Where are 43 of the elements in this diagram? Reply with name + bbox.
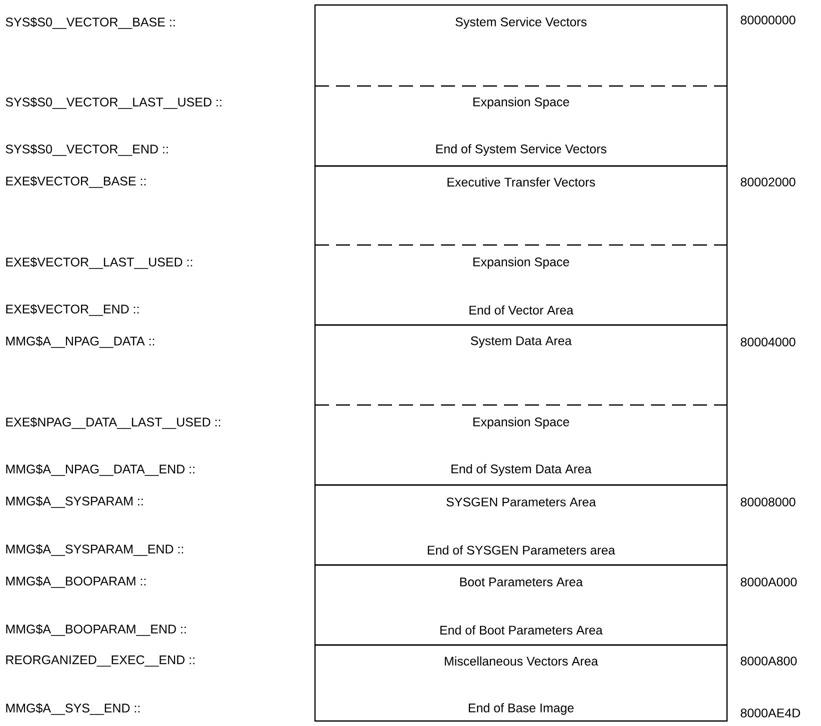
address-label: 80000000 [740, 16, 796, 24]
symbol-label: SYS$S0__VECTOR__LAST__USED :: [6, 97, 222, 109]
symbol-label: EXE$VECTOR__LAST__USED :: [6, 257, 192, 269]
symbol-label: MMG$A__NPAG__DATA :: [6, 336, 154, 348]
region-label: Expansion Space [473, 97, 570, 109]
region-label: System Service Vectors [456, 17, 587, 29]
region-label: Expansion Space [473, 417, 570, 429]
address-label: 8000A800 [740, 656, 797, 666]
symbol-label: MMG$A__SYSPARAM__END :: [6, 544, 184, 556]
address-label: 8000AE4D [740, 708, 800, 718]
symbol-label: EXE$VECTOR__END :: [6, 304, 139, 316]
region-label: End of System Service Vectors [436, 144, 606, 156]
region-label: Executive Transfer Vectors [448, 177, 595, 187]
memory-region [314, 165, 728, 326]
region-label: SYSGEN Parameters Area [446, 498, 596, 506]
symbol-label: MMG$A__SYSPARAM :: [6, 496, 143, 508]
symbol-label: REORGANIZED__EXEC__END :: [6, 655, 194, 667]
region-label: End of SYSGEN Parameters area [428, 545, 616, 555]
symbol-label: EXE$VECTOR__BASE :: [6, 176, 146, 188]
symbol-label: MMG$A__NPAG__DATA__END :: [6, 464, 194, 476]
symbol-label: MMG$A__BOOPARAM__END :: [6, 624, 186, 636]
memory-region [314, 644, 728, 722]
symbol-label: SYS$S0__VECTOR__BASE :: [6, 17, 175, 29]
symbol-label: EXE$NPAG__DATA__LAST__USED :: [6, 417, 220, 429]
address-label: 80008000 [740, 498, 796, 506]
region-label: End of System Data Area [452, 464, 592, 476]
address-label: 8000A000 [740, 578, 797, 586]
region-label: System Data Area [470, 336, 572, 348]
symbol-label: MMG$A__BOOPARAM :: [6, 576, 146, 588]
region-label: End of Base Image [468, 703, 574, 715]
region-label: Miscellaneous Vectors Area [444, 656, 598, 666]
symbol-label: SYS$S0__VECTOR__END :: [6, 144, 168, 156]
address-label: 80004000 [740, 338, 796, 346]
address-label: 80002000 [740, 178, 796, 186]
memory-region [314, 484, 728, 566]
region-label: End of Vector Area [470, 305, 574, 315]
region-label: Boot Parameters Area [460, 578, 583, 586]
memory-region [314, 324, 728, 486]
symbol-label: MMG$A__SYS__END :: [6, 703, 140, 715]
region-label: Expansion Space [473, 257, 570, 269]
memory-region [314, 4, 728, 167]
region-label: End of Boot Parameters Area [440, 625, 603, 635]
memory-region [314, 564, 728, 646]
